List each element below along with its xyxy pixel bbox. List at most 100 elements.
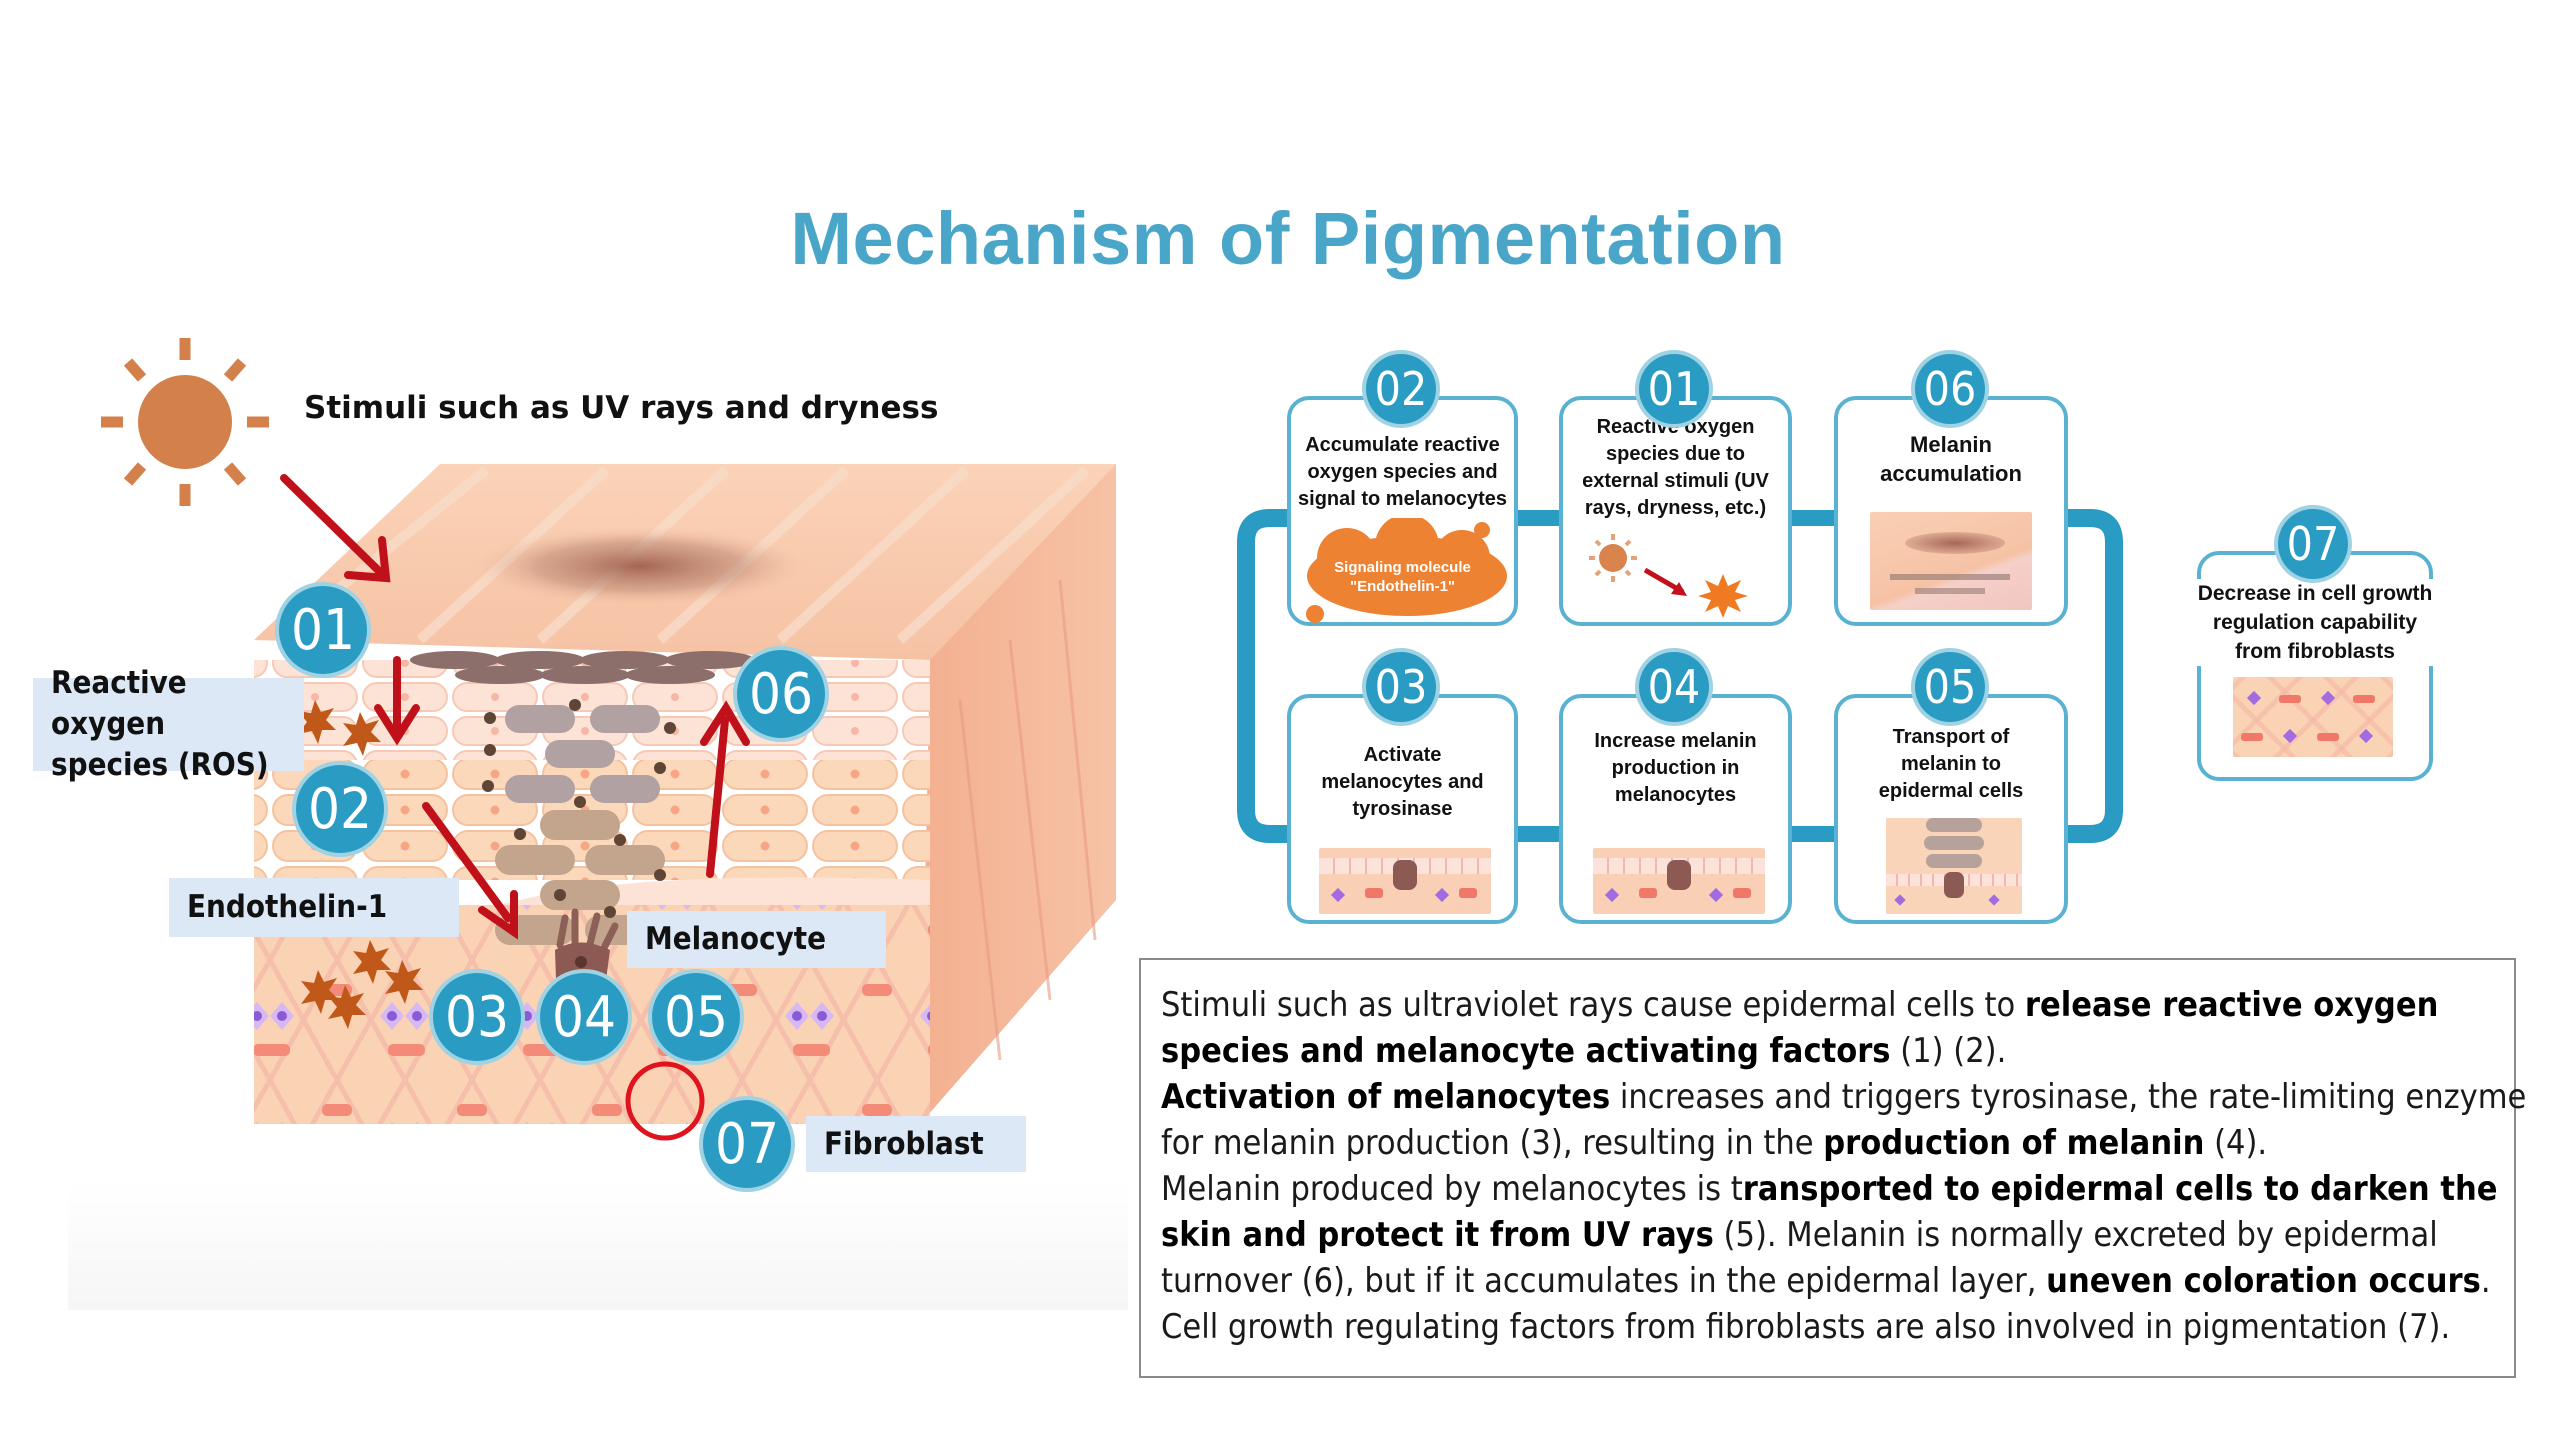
cycle-step-04: Increase melanin production in melanocyt…: [1559, 694, 1792, 924]
signal-cloud-text: Signaling molecule "Endothelin-1": [1297, 558, 1508, 596]
description-line: Melanin produced by melanocytes is trans…: [1161, 1166, 2498, 1212]
text-line: production in: [1611, 757, 1740, 779]
fibroblast-label: Fibroblast: [806, 1116, 1026, 1172]
cycle-badge-06: 06: [1911, 350, 1989, 428]
page-title: Mechanism of Pigmentation: [790, 197, 1786, 280]
description-text: Cell growth regulating factors from fibr…: [1161, 1307, 2451, 1347]
melanocyte-label: Melanocyte: [627, 911, 886, 968]
description-text: Melanin produced by melanocytes is t: [1161, 1169, 1743, 1209]
step-badge-03: 03: [429, 969, 525, 1065]
melanocyte-layer-thumbnail: [1593, 848, 1765, 914]
description-line: skin and protect it from UV rays (5). Me…: [1161, 1212, 2494, 1258]
cycle-badge-07: 07: [2274, 505, 2352, 583]
step-badge-05: 05: [648, 969, 744, 1065]
fibroblast-highlight-circle: [625, 1061, 705, 1141]
cycle-step-07-text: Decrease in cell growth regulation capab…: [2187, 579, 2443, 666]
cycle-step-06-text: Melanin accumulation: [1844, 430, 2058, 488]
description-emphasis: skin and protect it from UV rays: [1161, 1215, 1714, 1255]
description-emphasis: ransported to epidermal cells to darken …: [1742, 1169, 2498, 1209]
ros-label: Reactive oxygen species (ROS): [33, 665, 304, 783]
cycle-step-05: Transport of melanin to epidermal cells: [1834, 694, 2068, 924]
melanocyte-label-text: Melanocyte: [645, 921, 827, 957]
text-line: regulation capability: [2212, 611, 2418, 634]
signal-cloud-icon: [1306, 518, 1507, 623]
text-line: from fibroblasts: [2235, 640, 2395, 663]
text-line: Decrease in cell growth: [2197, 582, 2433, 605]
illustration-floor-shadow: [68, 1180, 1128, 1310]
description-text: increases and triggers tyrosinase, the r…: [1610, 1077, 2527, 1117]
cycle-step-03-text: Activate melanocytes and tyrosinase: [1297, 742, 1508, 823]
text-line: Accumulate reactive: [1305, 434, 1500, 456]
text-line: signal to melanocytes: [1298, 488, 1507, 510]
step-badge-07: 07: [699, 1096, 795, 1192]
description-line: turnover (6), but if it accumulates in t…: [1161, 1258, 2494, 1304]
text-line: external stimuli (UV: [1582, 470, 1769, 492]
text-line: epidermal cells: [1878, 780, 2024, 802]
cycle-badge-02: 02: [1362, 350, 1440, 428]
description-line: for melanin production (3), resulting in…: [1161, 1120, 2494, 1166]
text-line: melanocytes: [1614, 784, 1737, 806]
cycle-step-01-text: Reactive oxygen species due to external …: [1569, 414, 1782, 522]
text-line: rays, dryness, etc.): [1584, 497, 1767, 519]
text-line: accumulation: [1880, 461, 2022, 486]
text-line: "Endothelin-1": [1349, 578, 1456, 595]
text-line: tyrosinase: [1352, 798, 1453, 820]
cycle-badge-01: 01: [1635, 350, 1713, 428]
description-emphasis: species and melanocyte activating factor…: [1161, 1031, 1891, 1071]
description-emphasis: Activation of melanocytes: [1161, 1077, 1611, 1117]
text-line: species due to: [1606, 443, 1745, 465]
cycle-step-02: Accumulate reactive oxygen species and s…: [1287, 396, 1518, 626]
description-text: (1) (2).: [1890, 1031, 2007, 1071]
process-arrows: [280, 474, 750, 940]
description-text: for melanin production (3), resulting in…: [1161, 1123, 1824, 1163]
description-text: Stimuli such as ultraviolet rays cause e…: [1161, 985, 2025, 1025]
cycle-step-01: Reactive oxygen species due to external …: [1559, 396, 1792, 626]
description-text: (5). Melanin is normally excreted by epi…: [1713, 1215, 2438, 1255]
endothelin-label-text: Endothelin-1: [187, 889, 388, 925]
description-line: Cell growth regulating factors from fibr…: [1161, 1304, 2494, 1350]
fibroblast-layer-thumbnail: [2233, 677, 2393, 757]
step-badge-01: 01: [275, 582, 371, 678]
description-text: turnover (6), but if it accumulates in t…: [1161, 1261, 2047, 1301]
cycle-step-02-text: Accumulate reactive oxygen species and s…: [1297, 432, 1508, 513]
cycle-badge-04: 04: [1635, 648, 1713, 726]
sun-icon: [101, 338, 269, 506]
melanin-transport-thumbnail: [1886, 818, 2022, 914]
description-emphasis: uneven coloration occurs: [2046, 1261, 2481, 1301]
fibroblast-label-text: Fibroblast: [824, 1125, 984, 1162]
description-box: Stimuli such as ultraviolet rays cause e…: [1139, 958, 2526, 1378]
ros-label-line-2: species (ROS): [51, 747, 269, 783]
text-line: Signaling molecule: [1334, 559, 1471, 576]
description-line: species and melanocyte activating factor…: [1161, 1028, 2494, 1074]
melanocyte-layer-thumbnail: [1319, 848, 1491, 914]
melanin-column: [410, 651, 755, 945]
endothelin-label: Endothelin-1: [169, 878, 459, 937]
step-badge-02: 02: [292, 761, 388, 857]
stimuli-label: Stimuli such as UV rays and dryness: [304, 390, 939, 426]
description-text: .: [2480, 1261, 2491, 1301]
sun-to-ros-icon: [1589, 534, 1748, 618]
ros-label-line-1: Reactive oxygen: [51, 665, 187, 742]
step-badge-04: 04: [536, 969, 632, 1065]
text-line: melanin to: [1900, 753, 2001, 775]
description-text: (4).: [2204, 1123, 2268, 1163]
description-line: Stimuli such as ultraviolet rays cause e…: [1161, 982, 2494, 1028]
description-emphasis: production of melanin: [1823, 1123, 2205, 1163]
text-line: Transport of: [1892, 726, 2010, 748]
text-line: Increase melanin: [1594, 730, 1757, 752]
ros-particle-icon: [298, 700, 423, 1029]
cycle-step-03: Activate melanocytes and tyrosinase: [1287, 694, 1518, 924]
description-line: Activation of melanocytes increases and …: [1161, 1074, 2526, 1120]
cycle-badge-05: 05: [1911, 648, 1989, 726]
skin-spot-thumbnail: [1870, 512, 2032, 610]
description-emphasis: release reactive oxygen: [2024, 985, 2439, 1025]
cycle-step-07: Decrease in cell growth regulation capab…: [2187, 551, 2443, 781]
cycle-step-04-text: Increase melanin production in melanocyt…: [1569, 728, 1782, 809]
text-line: Melanin: [1910, 432, 1992, 457]
text-line: oxygen species and: [1307, 461, 1498, 483]
text-line: melanocytes and: [1321, 771, 1484, 793]
step-badge-06: 06: [733, 646, 829, 742]
text-line: Activate: [1363, 744, 1442, 766]
cycle-step-05-text: Transport of melanin to epidermal cells: [1844, 724, 2058, 805]
cycle-step-06: Melanin accumulation: [1834, 396, 2068, 626]
